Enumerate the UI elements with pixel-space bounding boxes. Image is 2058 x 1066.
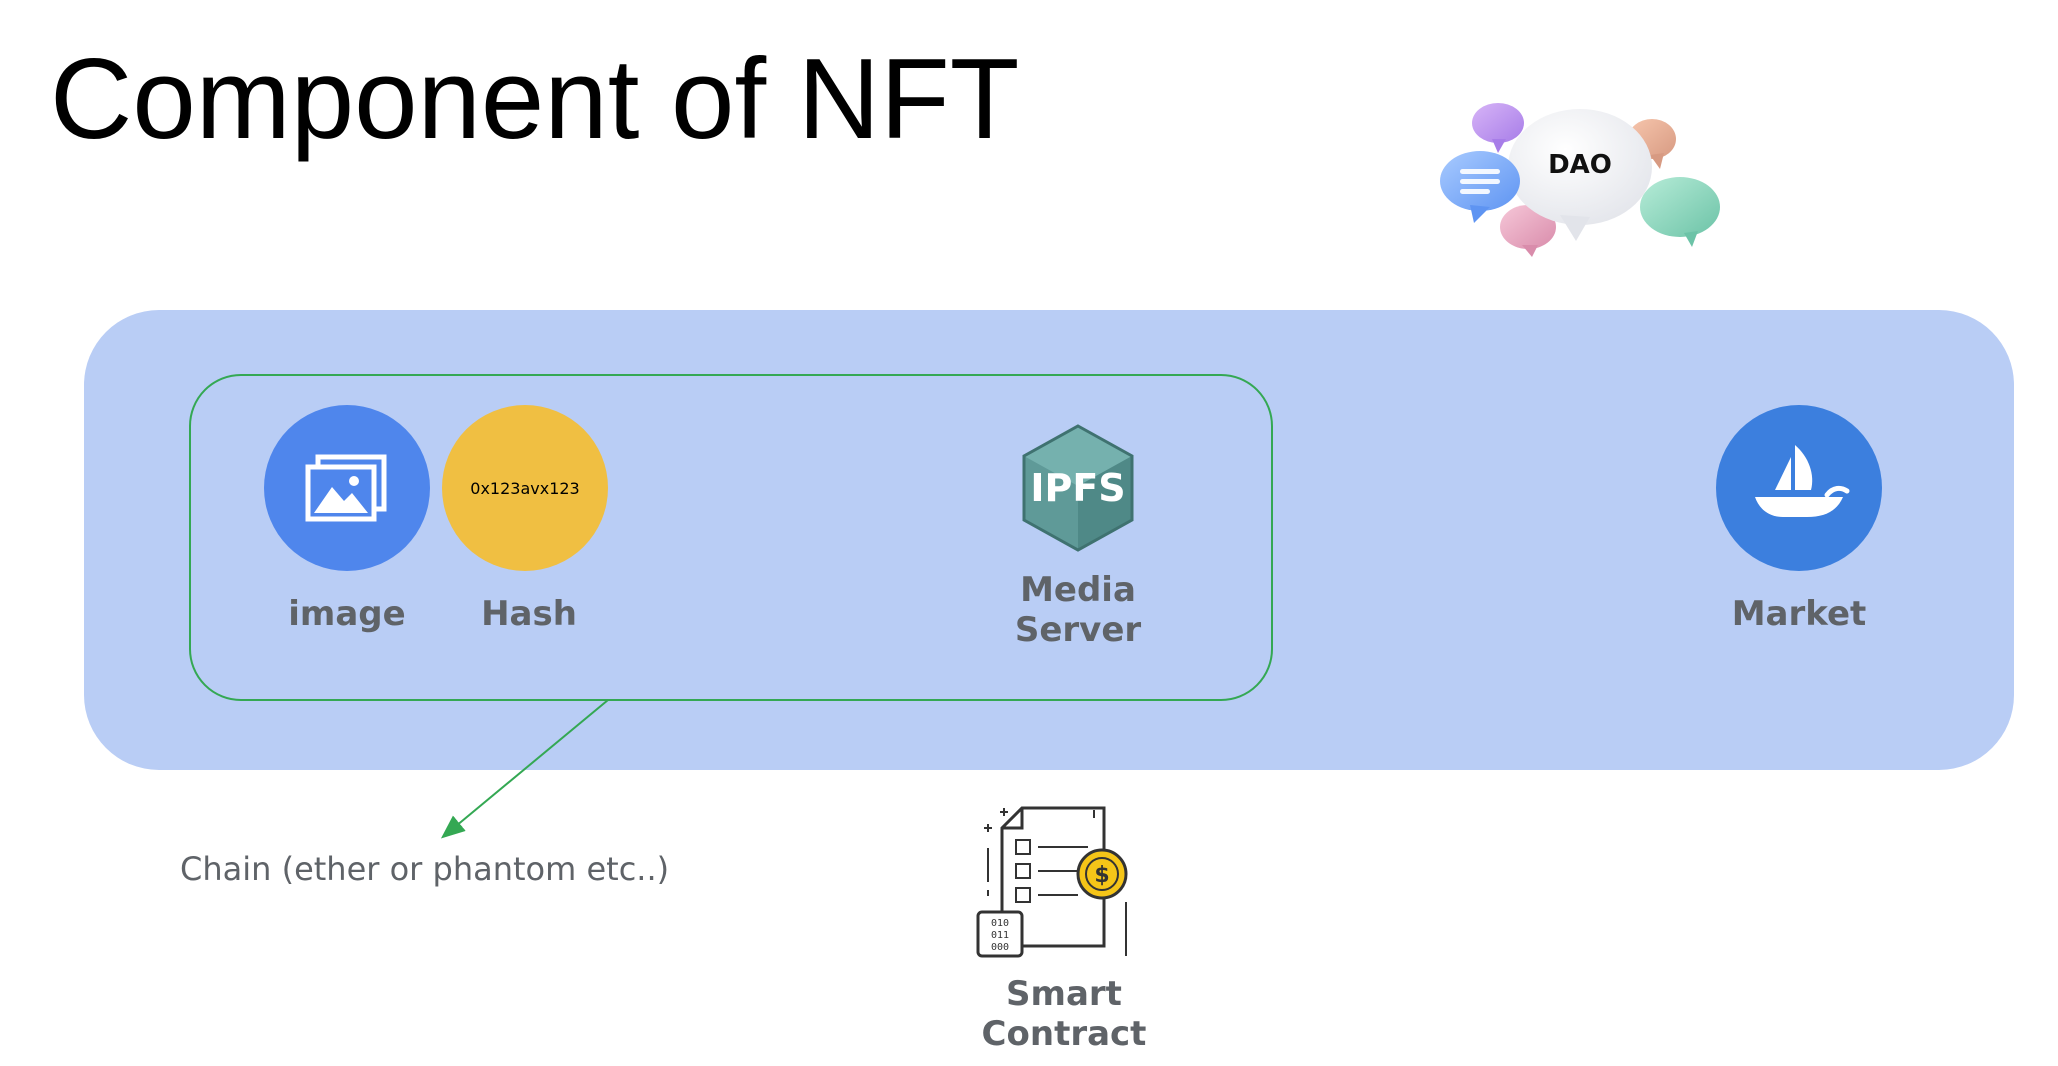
svg-text:$: $ <box>1094 863 1109 888</box>
page-title: Component of NFT <box>50 36 1020 163</box>
image-icon <box>305 454 387 522</box>
dao-chat-bubbles-icon: DAO <box>1440 103 1720 257</box>
svg-text:011: 011 <box>991 930 1009 941</box>
dao-label: DAO <box>1548 150 1612 180</box>
media-server-label-line1: Media <box>1020 570 1136 610</box>
media-server-label-line2: Server <box>1014 610 1142 650</box>
svg-text:010: 010 <box>991 918 1009 929</box>
svg-text:000: 000 <box>991 942 1009 953</box>
hash-label: Hash <box>481 594 577 634</box>
market-label: Market <box>1731 594 1867 634</box>
on-chain-group <box>189 374 1273 701</box>
market-node <box>1716 405 1882 571</box>
hash-value: 0x123avx123 <box>470 478 580 498</box>
contract-document-icon: $ 010 011 000 <box>976 806 1128 958</box>
image-node <box>264 405 430 571</box>
image-label: image <box>288 594 406 634</box>
ipfs-logo-text: IPFS <box>1030 466 1125 510</box>
boat-icon <box>1755 445 1850 517</box>
hash-node: 0x123avx123 <box>442 405 608 571</box>
ipfs-logo-icon: IPFS <box>1022 424 1134 552</box>
smart-contract-label-line2: Contract <box>981 1014 1147 1054</box>
smart-contract-label-line1: Smart <box>1006 974 1122 1014</box>
chain-label: Chain (ether or phantom etc..) <box>180 850 670 888</box>
